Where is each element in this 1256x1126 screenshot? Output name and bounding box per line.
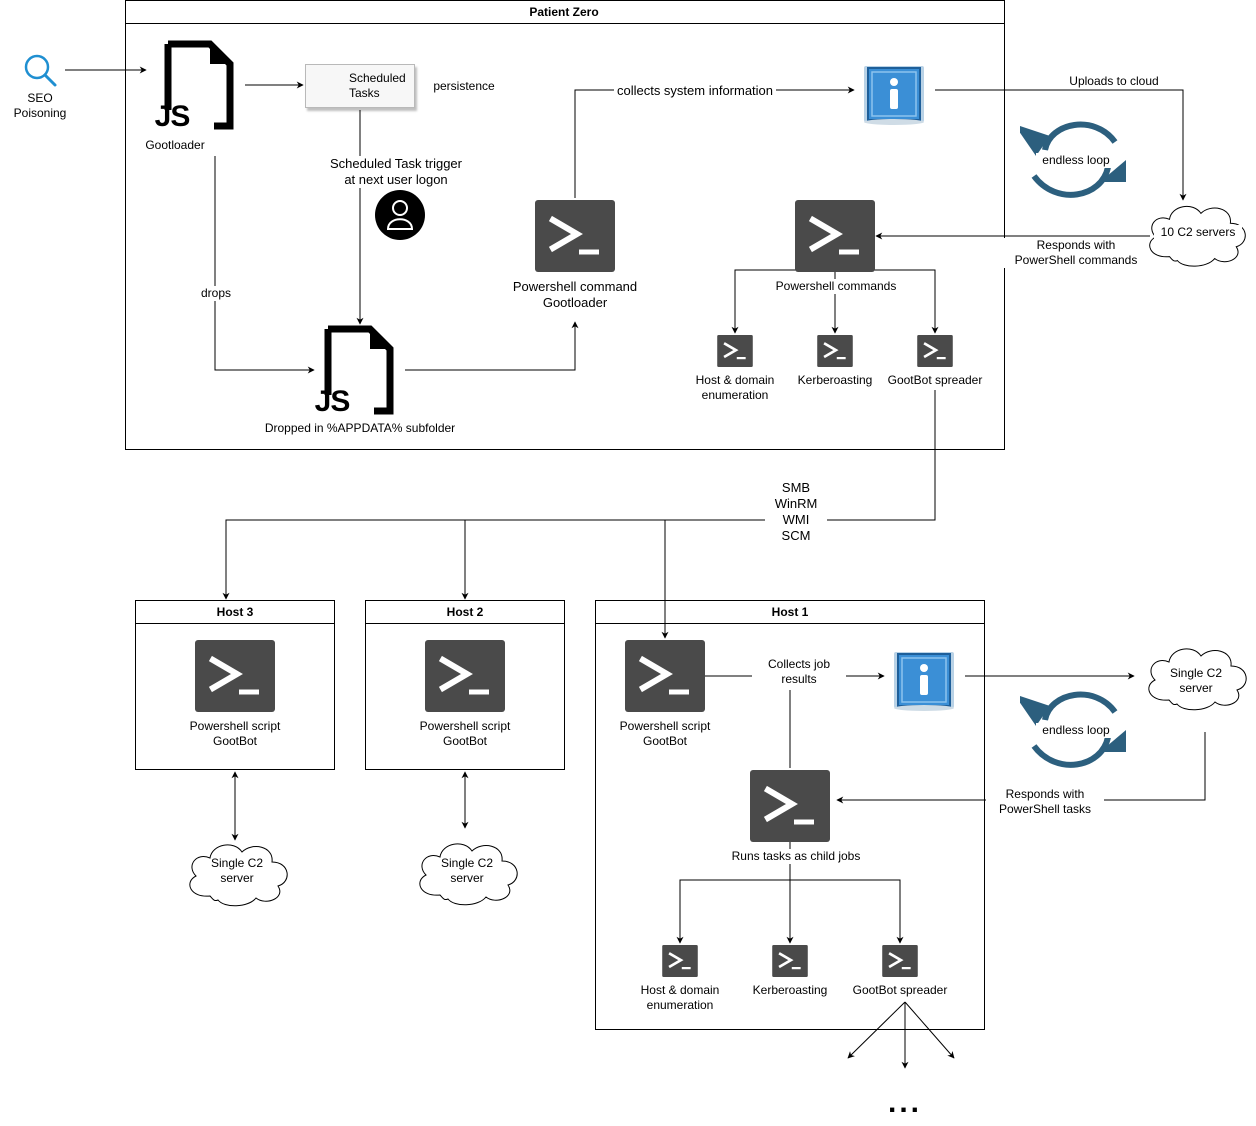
gootloader-js-text: JS: [154, 100, 191, 133]
h3-c2-label: Single C2 server: [210, 856, 264, 885]
drops-label: drops: [196, 286, 236, 301]
powershell-icon-pz-enum: [715, 335, 755, 367]
edge-runs-to-enum: [676, 879, 790, 944]
edge-info-uploads-cloud: [935, 89, 1187, 201]
powershell-icon-gootloader: [535, 200, 615, 272]
powershell-icon-h1-enum: [660, 945, 700, 977]
edge-spreader-fan-right: [904, 1001, 955, 1059]
persistence-label: persistence: [433, 79, 495, 93]
edge-ps-collects-info: [574, 86, 855, 198]
powershell-icon-runs-tasks: [750, 770, 830, 842]
powershell-icon-commands: [795, 200, 875, 272]
h1-c2-label: Single C2 server: [1169, 666, 1223, 695]
powershell-icon-h1-spreader: [880, 945, 920, 977]
h1-gootbot-spreader-label: GootBot spreader: [852, 983, 948, 997]
dropped-js-label: Dropped in %APPDATA% subfolder: [264, 421, 456, 435]
h2-c2-label: Single C2 server: [440, 856, 494, 885]
user-icon: [375, 190, 425, 240]
runs-tasks-child-jobs-label: Runs tasks as child jobs: [720, 849, 872, 864]
powershell-icon-pz-kerb: [815, 335, 855, 367]
powershell-icon-host2: [425, 640, 505, 712]
host1-title: Host 1: [771, 605, 809, 619]
edge-h1-c2-responds: [836, 732, 1206, 804]
host3-title: Host 3: [216, 605, 254, 619]
h3-ps-script-label: Powershell script GootBot: [189, 719, 281, 748]
c2-servers-10-label: 10 C2 servers: [1154, 225, 1242, 240]
responds-ps-tasks-label: Responds with PowerShell tasks: [986, 787, 1104, 817]
powershell-icon-pz-spreader: [915, 335, 955, 367]
pz-kerberoasting-label: Kerberoasting: [797, 373, 873, 387]
info-icon-host1: [893, 651, 955, 712]
host2-title: Host 2: [446, 605, 484, 619]
responds-ps-commands-label: Responds with PowerShell commands: [1004, 238, 1148, 268]
uploads-to-cloud-label: Uploads to cloud: [1060, 74, 1168, 89]
edge-spreader-to-hosts: [222, 390, 936, 600]
container-host1: [595, 600, 985, 1030]
endless-loop-label-2: endless loop: [1036, 723, 1116, 738]
gootloader-label: Gootloader: [145, 138, 205, 152]
patient-zero-title: Patient Zero: [529, 5, 599, 19]
powershell-icon-host3: [195, 640, 275, 712]
seo-poisoning-label: SEO Poisoning: [13, 91, 67, 120]
edge-spreader-fan-left: [847, 1001, 906, 1059]
collects-system-info-label: collects system information: [614, 83, 776, 99]
collects-job-results-label: Collects job results: [752, 657, 846, 687]
edge-dropped-to-ps: [405, 321, 579, 371]
connectors: [65, 66, 1206, 1069]
scheduled-tasks-box: [305, 64, 415, 108]
edge-gootloader-drops: [214, 156, 315, 374]
scheduled-trigger-label: Scheduled Task trigger at next user logo…: [318, 156, 474, 188]
pz-gootbot-spreader-label: GootBot spreader: [887, 373, 983, 387]
edge-runs-to-spreader: [790, 879, 904, 944]
endless-loop-label-1: endless loop: [1036, 153, 1116, 168]
powershell-commands-label: Powershell commands: [766, 279, 906, 294]
pz-host-domain-enum-label: Host & domain enumeration: [695, 373, 775, 402]
h2-ps-script-label: Powershell script GootBot: [419, 719, 511, 748]
container-patient-zero: [125, 0, 1005, 450]
container-host2: [365, 600, 565, 770]
dropped-js-text: JS: [314, 385, 351, 418]
ps-command-gootloader-label: Powershell command Gootloader: [512, 279, 638, 310]
info-icon-patient-zero: [863, 65, 925, 126]
scheduled-tasks-label: Scheduled Tasks: [349, 71, 406, 100]
h1-kerberoasting-label: Kerberoasting: [752, 983, 828, 997]
h1-ps-script-label: Powershell script GootBot: [619, 719, 711, 748]
powershell-icon-h1-kerb: [770, 945, 810, 977]
search-icon: [24, 54, 57, 87]
h1-host-domain-enum-label: Host & domain enumeration: [640, 983, 720, 1012]
protocols-label: SMB WinRM WMI SCM: [765, 480, 827, 544]
powershell-icon-host1: [625, 640, 705, 712]
container-host3: [135, 600, 335, 770]
continuation-dots: ...: [887, 1086, 922, 1119]
